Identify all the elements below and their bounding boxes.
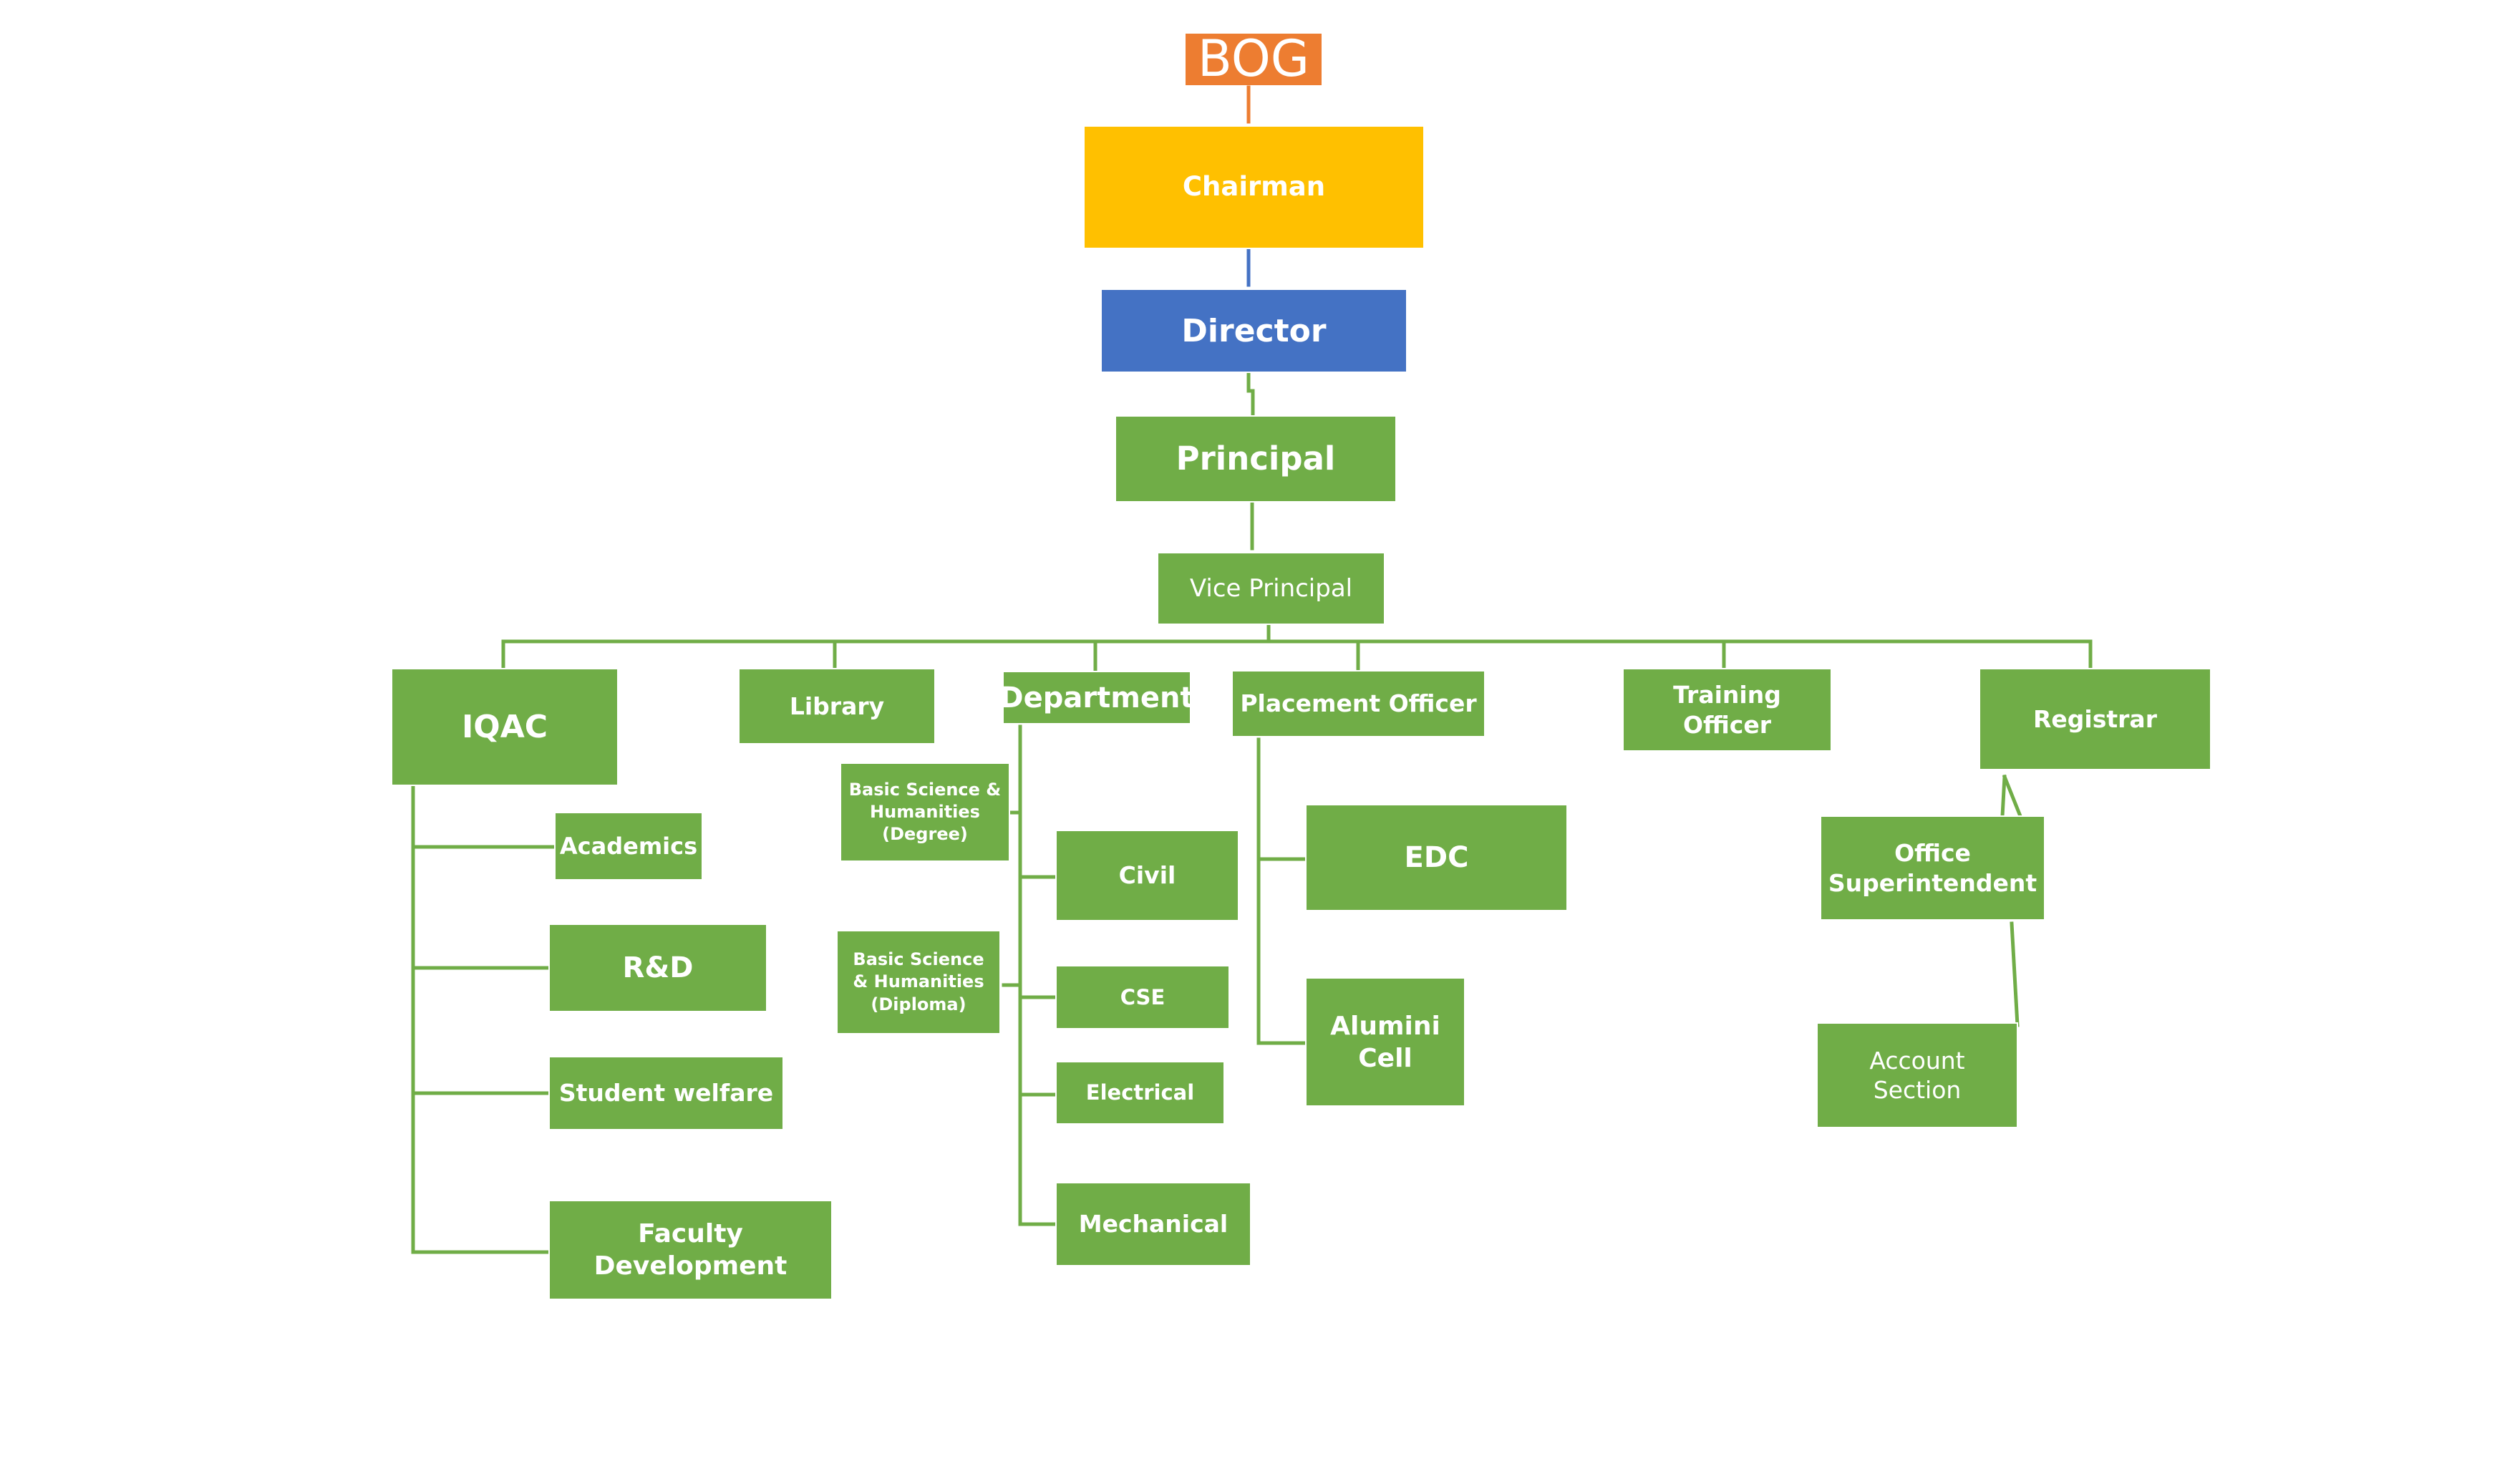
mechanical-label: Mechanical (1078, 1210, 1228, 1238)
rnd-box: R&D (548, 924, 767, 1012)
principal-box: Principal (1115, 415, 1397, 503)
office-superintendent-label: Office Superintendent (1828, 839, 2037, 897)
basic-science-diploma-label: Basic Science & Humanities (Diploma) (853, 949, 984, 1014)
electrical-box: Electrical (1055, 1061, 1225, 1125)
civil-box: Civil (1055, 830, 1239, 921)
training-officer-box: Training Officer (1622, 668, 1832, 752)
principal-label: Principal (1176, 439, 1336, 478)
department-label: Department (999, 681, 1194, 714)
basic-science-degree-label: Basic Science & Humanities (Degree) (848, 779, 1002, 845)
placement-officer-box: Placement Officer (1231, 670, 1486, 737)
cse-label: CSE (1120, 984, 1166, 1009)
iqac-box: IQAC (391, 668, 619, 786)
academics-box: Academics (554, 812, 703, 881)
student-welfare-label: Student welfare (558, 1079, 774, 1107)
vice-principal-label: Vice Principal (1189, 573, 1353, 603)
basic-science-diploma-box: Basic Science & Humanities (Diploma) (836, 930, 1001, 1034)
rnd-label: R&D (622, 951, 694, 984)
iqac-label: IQAC (461, 709, 548, 745)
basic-science-degree-box: Basic Science & Humanities (Degree) (840, 762, 1010, 862)
placement-officer-label: Placement Officer (1240, 689, 1477, 718)
director-box: Director (1100, 289, 1407, 373)
line-os-registrar-a (2002, 774, 2023, 819)
civil-label: Civil (1118, 861, 1176, 890)
edc-box: EDC (1305, 804, 1568, 911)
office-superintendent-box: Office Superintendent (1820, 815, 2045, 921)
director-label: Director (1181, 312, 1327, 349)
chairman-box: Chairman (1083, 125, 1425, 249)
vice-principal-box: Vice Principal (1157, 552, 1385, 625)
library-box: Library (738, 668, 936, 745)
alumini-cell-box: Alumini Cell (1305, 977, 1465, 1107)
line-os-account (2010, 921, 2020, 1027)
training-officer-label: Training Officer (1673, 681, 1781, 739)
library-label: Library (789, 692, 885, 720)
student-welfare-box: Student welfare (548, 1056, 784, 1130)
registrar-box: Registrar (1979, 668, 2211, 770)
department-box: Department (999, 671, 1194, 724)
academics-label: Academics (559, 833, 698, 860)
mechanical-box: Mechanical (1055, 1182, 1251, 1266)
faculty-development-box: Faculty Development (548, 1200, 833, 1300)
electrical-label: Electrical (1085, 1080, 1195, 1105)
bog-box: BOG (1186, 29, 1322, 88)
edc-label: EDC (1404, 841, 1469, 874)
alumini-cell-label: Alumini Cell (1330, 1011, 1440, 1073)
account-section-label: Account Section (1869, 1046, 1965, 1104)
chairman-label: Chairman (1182, 171, 1326, 203)
account-section-box: Account Section (1816, 1022, 2018, 1128)
registrar-label: Registrar (2033, 704, 2157, 733)
bog-label: BOG (1197, 29, 1310, 89)
line-os-registrar-b (2000, 775, 2007, 818)
cse-box: CSE (1055, 965, 1230, 1029)
faculty-development-label: Faculty Development (593, 1219, 788, 1281)
